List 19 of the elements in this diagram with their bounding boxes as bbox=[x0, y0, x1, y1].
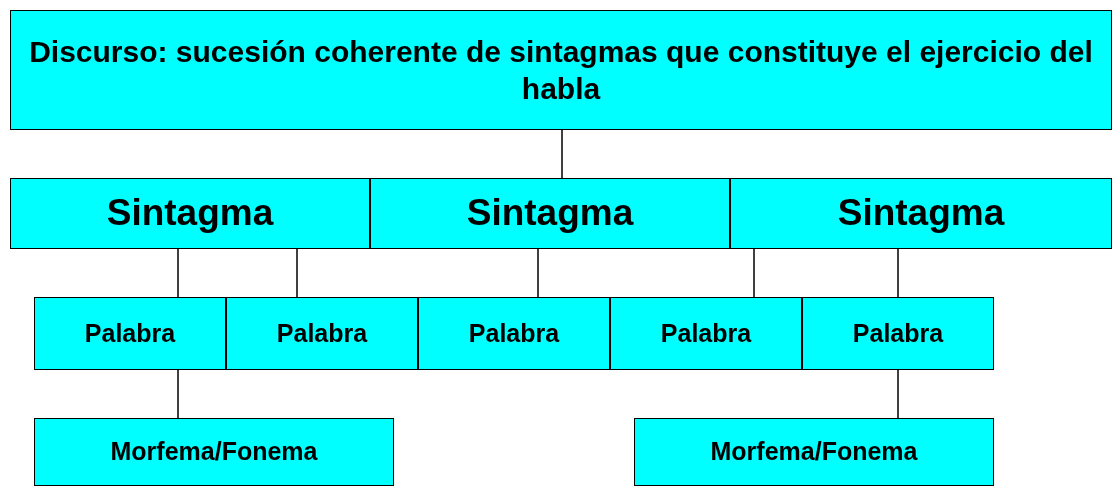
concept-box: Discurso: sucesión coherente de sintagmas que constituye el ejercicio del habla bbox=[10, 10, 1112, 130]
connector-line bbox=[537, 248, 539, 298]
connector-line bbox=[177, 369, 179, 419]
concept-box: Palabra bbox=[802, 297, 994, 370]
concept-box: Palabra bbox=[610, 297, 802, 370]
concept-box: Palabra bbox=[226, 297, 418, 370]
concept-box: Sintagma bbox=[370, 178, 730, 249]
connector-line bbox=[177, 248, 179, 298]
connector-line bbox=[897, 248, 899, 298]
connector-line bbox=[296, 248, 298, 298]
concept-box: Morfema/Fonema bbox=[34, 418, 394, 486]
connector-line bbox=[753, 248, 755, 298]
concept-box: Sintagma bbox=[10, 178, 370, 249]
concept-box: Sintagma bbox=[730, 178, 1112, 249]
connector-line bbox=[897, 369, 899, 419]
concept-box: Palabra bbox=[418, 297, 610, 370]
concept-box: Palabra bbox=[34, 297, 226, 370]
concept-box: Morfema/Fonema bbox=[634, 418, 994, 486]
connector-line bbox=[561, 129, 563, 179]
